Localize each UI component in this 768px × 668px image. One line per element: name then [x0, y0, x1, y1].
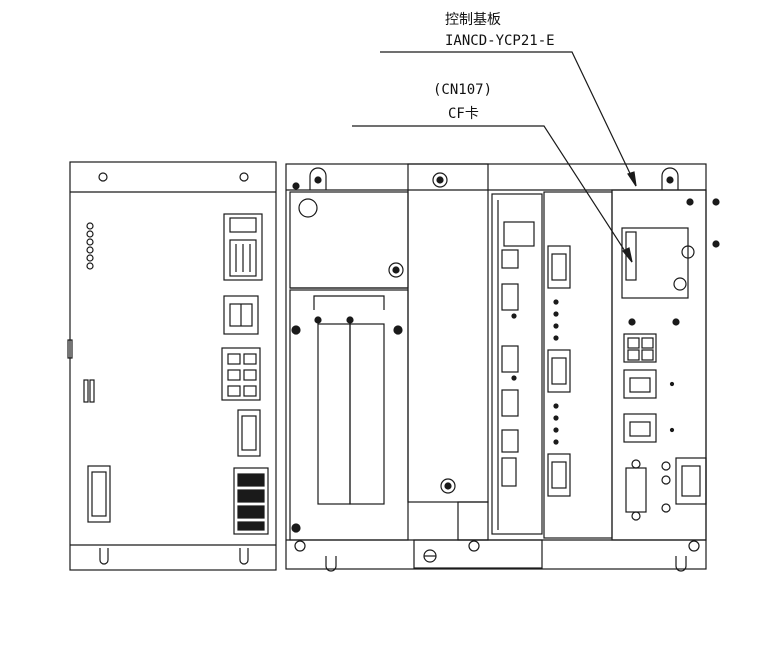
- led-indicators: [86, 222, 94, 270]
- callout-board-model: IANCD-YCP21-E: [445, 33, 555, 49]
- connector-block-4: [237, 409, 261, 457]
- control-board: [611, 189, 720, 541]
- left-unit: [67, 161, 277, 571]
- right-unit: [285, 163, 720, 572]
- connector-block-top: [223, 213, 263, 281]
- leader-lines: [352, 51, 637, 263]
- callout-board-name: 控制基板: [445, 12, 501, 28]
- cf-card-slot-icon: [625, 231, 637, 281]
- board-bay-2: [543, 191, 613, 539]
- power-terminal: [233, 467, 269, 535]
- ethernet-port-icon: [623, 369, 657, 399]
- mount-hole-icon: [239, 172, 249, 182]
- board-bay-1: [491, 193, 543, 535]
- cover-plate: [407, 163, 489, 541]
- connector-block-3: [221, 347, 261, 401]
- connector-block-2: [223, 295, 259, 335]
- connector-block-bottom-left: [87, 465, 111, 523]
- mount-hole-icon: [98, 172, 108, 182]
- callout-cf-card: CF卡: [448, 106, 479, 122]
- upper-left-module: [289, 191, 409, 289]
- option-card-slots: [289, 289, 409, 541]
- serial-port-icon: [625, 467, 647, 513]
- callout-cn107: (CN107): [433, 82, 493, 98]
- ethernet-port-icon: [623, 413, 657, 443]
